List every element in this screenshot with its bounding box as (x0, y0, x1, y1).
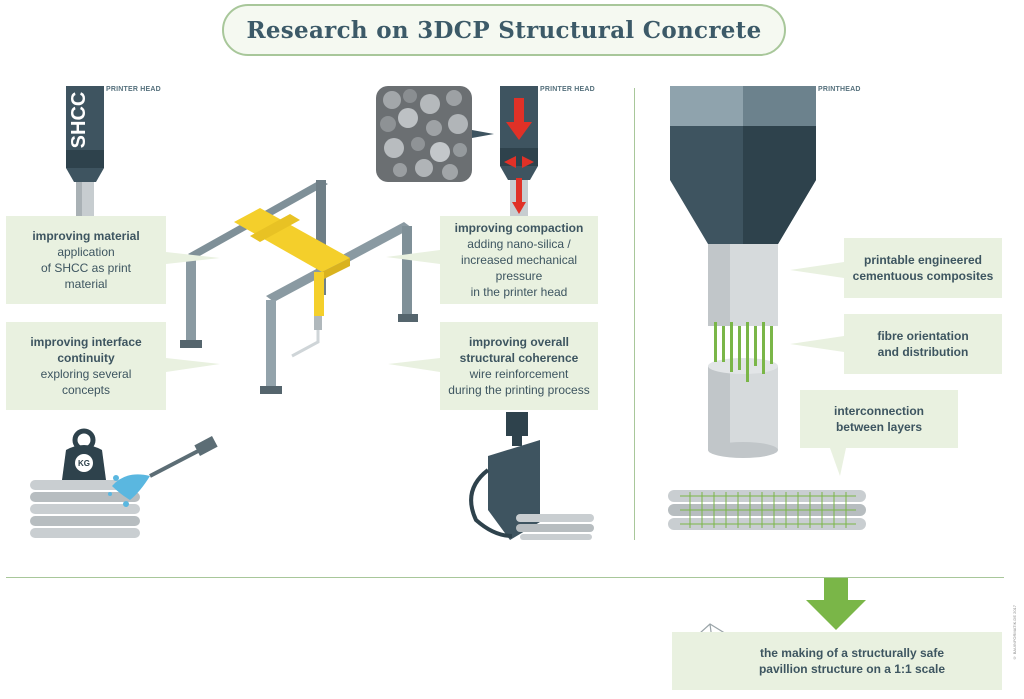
box-improving-coherence: improving overall structural coherence w… (440, 322, 598, 410)
vertical-divider (634, 88, 635, 540)
horizontal-divider (6, 577, 1004, 578)
image-credit: © BAUINFORMATIK.DE 2017 (1012, 605, 1017, 661)
box-coherence-title-1: improving overall (468, 335, 570, 349)
page-title: Research on 3DCP Structural Concrete (246, 16, 762, 44)
box-interconnection-title-2: between layers (835, 420, 923, 434)
box-material-line-3: material (64, 277, 108, 291)
wire-reinforcement-head-icon (469, 412, 594, 540)
shcc-printer-head-icon: SHCC (66, 86, 104, 226)
box-material-line-2: of SHCC as print (40, 261, 132, 275)
kg-text: KG (78, 459, 90, 468)
large-printhead-icon (670, 86, 816, 458)
nano-silica-micrograph-icon (376, 86, 494, 182)
box-fibre-orientation: fibre orientation and distribution (844, 314, 1002, 374)
box-compaction-title: improving compaction (454, 221, 584, 235)
box-interconnection-title-1: interconnection (833, 404, 924, 418)
water-spray-icon (108, 436, 218, 507)
box-interface-title-1: improving interface (30, 335, 142, 349)
callout-pointers (166, 250, 846, 476)
box-fibre-title-1: fibre orientation (877, 329, 969, 343)
box-interconnection: interconnection between layers (800, 390, 958, 448)
printer-head-label-1: PRINTER HEAD (106, 86, 161, 93)
title-banner: Research on 3DCP Structural Concrete (222, 4, 786, 56)
box-coherence-line-1: wire reinforcement (469, 367, 569, 381)
box-printable-engineered: printable engineered cementuous composit… (844, 238, 1002, 298)
box-material-title: improving material (32, 229, 140, 243)
box-material-line-1: application (57, 245, 115, 259)
compaction-printer-head-icon (500, 86, 538, 220)
box-interface-title-2: continuity (57, 351, 115, 365)
box-engineered-title-1: printable engineered (863, 253, 983, 267)
box-improving-compaction: improving compaction adding nano-silica … (440, 216, 598, 304)
layered-wall-icon (30, 480, 140, 538)
printer-head-label-2: PRINTER HEAD (540, 86, 595, 93)
box-improving-material: improving material application of SHCC a… (6, 216, 166, 304)
box-coherence-title-2: structural coherence (459, 351, 579, 365)
box-pavilion-title-2: pavillion structure on a 1:1 scale (758, 662, 946, 676)
box-compaction-line-2: increased mechanical pressure (460, 253, 578, 283)
box-pavilion-structure: the making of a structurally safe pavill… (672, 632, 1002, 690)
box-coherence-line-2: during the printing process (448, 383, 590, 397)
box-interface-line-1: exploring several (40, 367, 132, 381)
box-compaction-line-1: adding nano-silica / (467, 237, 571, 251)
interconnected-layers-icon (668, 490, 866, 530)
shcc-text: SHCC (68, 92, 90, 149)
gantry-printer-icon (180, 180, 418, 394)
box-engineered-title-2: cementuous composites (852, 269, 994, 283)
box-pavilion-title-1: the making of a structurally safe (759, 646, 945, 660)
box-fibre-title-2: and distribution (877, 345, 969, 359)
box-interface-line-2: concepts (61, 383, 111, 397)
down-arrow-icon (806, 578, 866, 630)
printhead-label-3: PRINTHEAD (818, 86, 861, 93)
box-compaction-line-3: in the printer head (470, 285, 568, 299)
box-improving-interface: improving interface continuity exploring… (6, 322, 166, 410)
kg-weight-icon: KG (62, 428, 106, 480)
